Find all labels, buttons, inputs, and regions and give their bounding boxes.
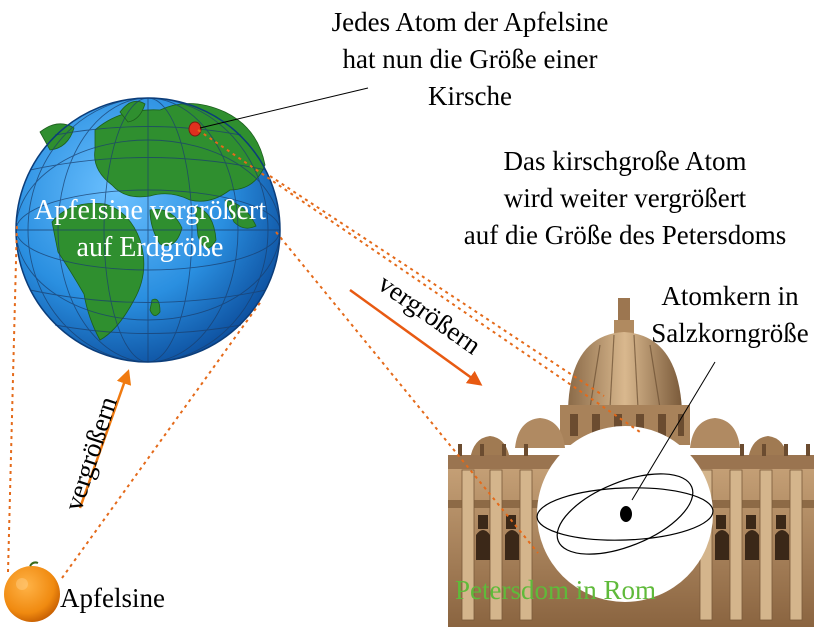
middle-caption-line-1: Das kirschgroße Atom — [503, 146, 747, 176]
atom-model-icon — [536, 473, 714, 555]
atom-nucleus — [620, 506, 632, 522]
middle-caption: Das kirschgroße Atom wird weiter vergröß… — [425, 143, 825, 254]
globe-icon — [15, 97, 281, 363]
nucleus-caption: Atomkern in Salzkorngröße — [630, 278, 825, 352]
projection-lines — [7, 129, 641, 579]
enlarge-arrow-vertical — [78, 369, 132, 509]
top-caption-line-2: hat nun die Größe einer — [342, 44, 598, 74]
top-caption: Jedes Atom der Apfelsine hat nun die Grö… — [300, 4, 640, 115]
top-caption-line-1: Jedes Atom der Apfelsine — [331, 7, 609, 37]
orange-label: Apfelsine — [60, 583, 165, 613]
earth-label-line-1: Apfelsine vergrößert — [34, 195, 266, 226]
cherry-marker — [188, 121, 202, 137]
nucleus-caption-line-2: Salzkorngröße — [651, 318, 809, 348]
earth-label: Apfelsine vergrößert auf Erdgröße — [10, 192, 290, 266]
caption-pointer-line — [199, 87, 369, 129]
middle-caption-line-3: auf die Größe des Petersdoms — [463, 220, 787, 250]
earth-label-line-2: auf Erdgröße — [76, 232, 224, 263]
rome-label: Petersdom in Rom — [455, 575, 656, 605]
orange-fruit-icon — [4, 561, 60, 622]
enlarge-arrow-diagonal — [349, 288, 483, 386]
middle-caption-line-2: wird weiter vergrößert — [503, 183, 747, 213]
nucleus-pointer-line — [631, 361, 716, 501]
nucleus-caption-line-1: Atomkern in — [661, 281, 799, 311]
top-caption-line-3: Kirsche — [428, 81, 512, 111]
